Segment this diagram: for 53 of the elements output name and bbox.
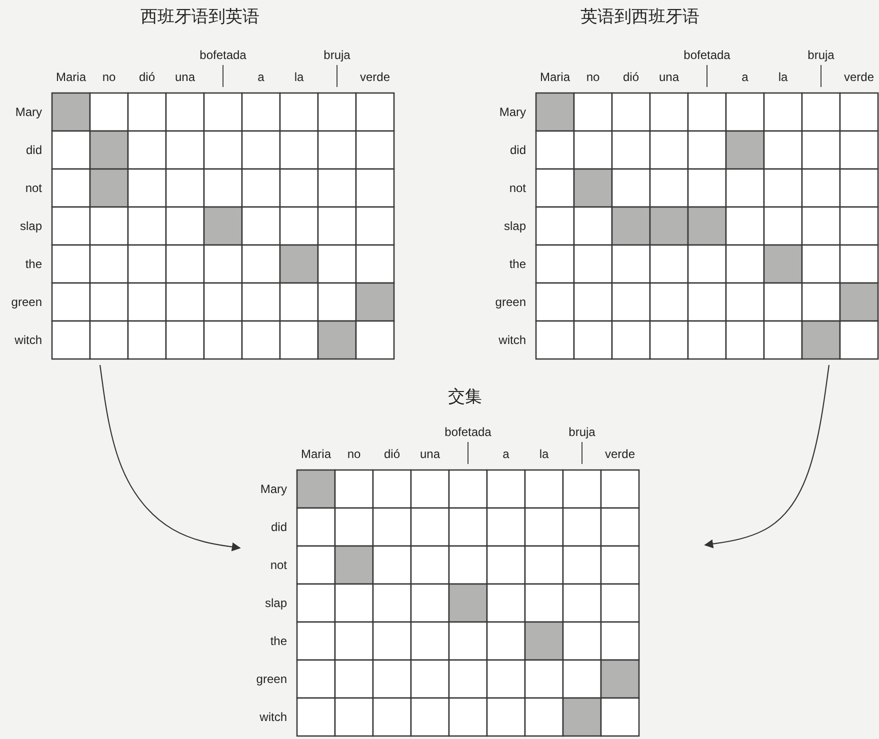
column-label: no (586, 70, 600, 84)
row-label: Mary (260, 482, 287, 496)
row-label: witch (14, 333, 42, 347)
row-label: the (509, 257, 526, 271)
column-label: no (102, 70, 116, 84)
matrix-title: 西班牙语到英语 (140, 6, 260, 28)
row-label: did (26, 143, 42, 157)
column-label: bofetada (444, 425, 492, 439)
matrix-title: 交集 (448, 386, 482, 408)
column-label: a (742, 70, 748, 84)
column-label: bruja (568, 425, 596, 439)
row-label: the (25, 257, 42, 271)
column-label: dió (139, 70, 155, 84)
row-label: did (270, 520, 287, 534)
column-label: bofetada (684, 48, 730, 62)
row-label: the (270, 634, 287, 648)
row-label: Mary (15, 105, 42, 119)
column-label: una (174, 70, 196, 84)
matrix-title: 英语到西班牙语 (580, 6, 700, 28)
column-label: la (539, 447, 549, 461)
column-label: dió (623, 70, 639, 84)
column-label: la (294, 70, 304, 84)
row-label: witch (260, 710, 287, 724)
row-label: slap (20, 219, 42, 233)
row-label: green (495, 295, 526, 309)
row-label: slap (504, 219, 526, 233)
column-label: una (658, 70, 680, 84)
column-label: a (502, 447, 510, 461)
row-label: not (270, 558, 287, 572)
column-label: verde (604, 447, 636, 461)
column-label: bruja (808, 48, 834, 62)
row-label: did (510, 143, 526, 157)
column-label: no (347, 447, 361, 461)
row-label: not (509, 181, 526, 195)
column-label: Maria (301, 447, 331, 461)
row-label: not (25, 181, 42, 195)
column-label: dió (384, 447, 400, 461)
row-label: Mary (499, 105, 526, 119)
row-label: green (256, 672, 287, 686)
column-label: bruja (324, 48, 350, 62)
column-label: la (778, 70, 788, 84)
column-label: verde (360, 70, 390, 84)
curved-arrow (704, 364, 830, 548)
row-label: green (11, 295, 42, 309)
row-label: slap (264, 596, 287, 610)
column-label: Maria (540, 70, 570, 84)
column-label: verde (844, 70, 874, 84)
column-label: Maria (56, 70, 86, 84)
column-label: una (420, 447, 440, 461)
curved-arrow (99, 364, 241, 552)
column-label: a (258, 70, 264, 84)
column-label: bofetada (200, 48, 246, 62)
row-label: witch (498, 333, 526, 347)
